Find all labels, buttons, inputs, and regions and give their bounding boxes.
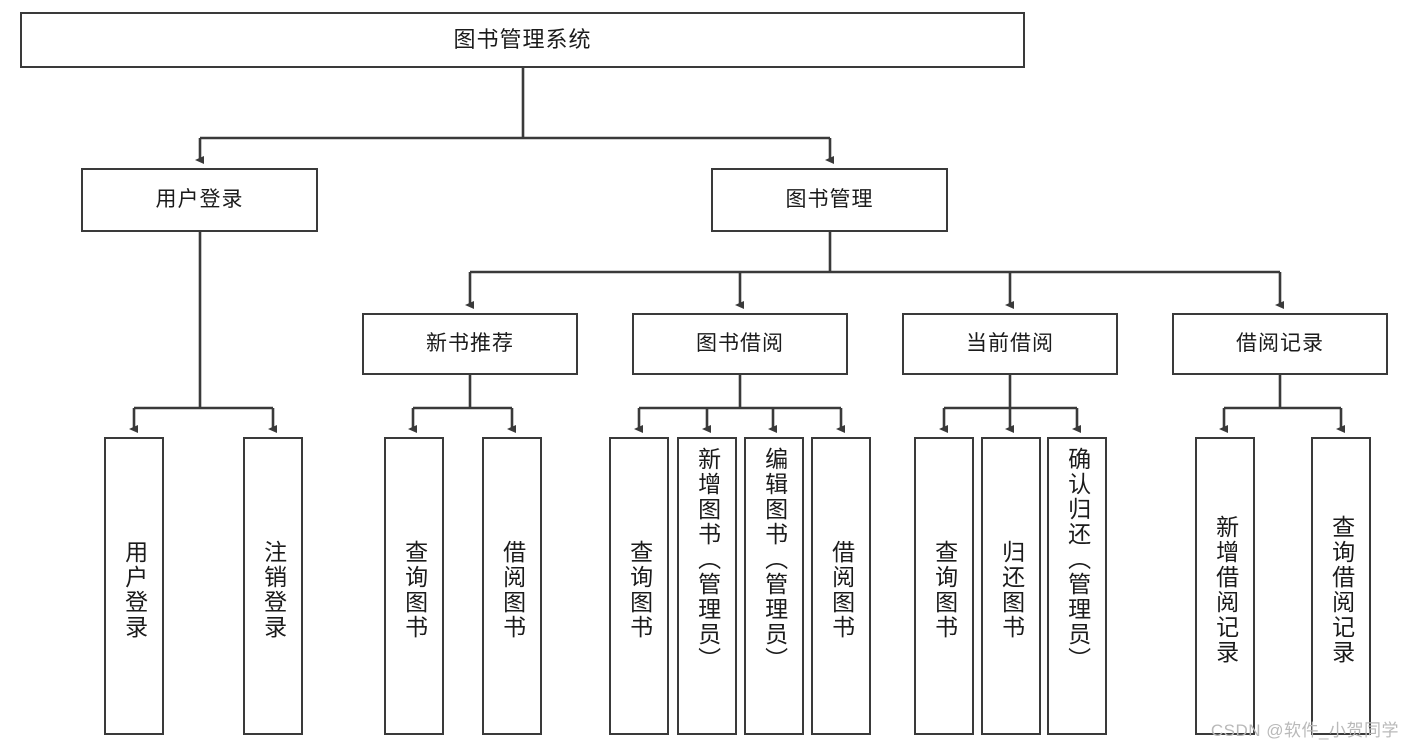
node-new-book-recommend[interactable]: 新书推荐 bbox=[362, 313, 578, 375]
node-label: 图书管理 bbox=[785, 187, 874, 211]
leaf-borrow-add-book-admin[interactable]: 新增图书（管理员） bbox=[677, 437, 737, 735]
node-label: 借阅记录 bbox=[1236, 331, 1324, 355]
node-label: 新增图书（管理员） bbox=[694, 447, 721, 672]
node-label: 当前借阅 bbox=[966, 331, 1054, 355]
leaf-user-logout[interactable]: 注销登录 bbox=[243, 437, 303, 735]
leaf-borrow-query-book[interactable]: 查询图书 bbox=[609, 437, 669, 735]
node-label: 新增借阅记录 bbox=[1212, 515, 1239, 665]
leaf-current-confirm-return-admin[interactable]: 确认归还（管理员） bbox=[1047, 437, 1107, 735]
leaf-current-return-book[interactable]: 归还图书 bbox=[981, 437, 1041, 735]
node-user-login[interactable]: 用户登录 bbox=[81, 168, 318, 232]
node-label: 借阅图书 bbox=[828, 540, 855, 640]
node-label: 图书借阅 bbox=[696, 331, 784, 355]
node-label: 用户登录 bbox=[155, 187, 244, 211]
leaf-recommend-borrow-book[interactable]: 借阅图书 bbox=[482, 437, 542, 735]
leaf-borrow-edit-book-admin[interactable]: 编辑图书（管理员） bbox=[744, 437, 804, 735]
node-label: 编辑图书（管理员） bbox=[761, 447, 788, 672]
node-label: 图书管理系统 bbox=[453, 27, 592, 53]
node-book-borrow[interactable]: 图书借阅 bbox=[632, 313, 848, 375]
node-label: 确认归还（管理员） bbox=[1064, 447, 1091, 672]
leaf-user-login[interactable]: 用户登录 bbox=[104, 437, 164, 735]
node-label: 新书推荐 bbox=[426, 331, 514, 355]
node-label: 注销登录 bbox=[260, 540, 287, 640]
leaf-recommend-query-book[interactable]: 查询图书 bbox=[384, 437, 444, 735]
leaf-record-query-record[interactable]: 查询借阅记录 bbox=[1311, 437, 1371, 735]
node-label: 查询图书 bbox=[401, 540, 428, 640]
node-label: 归还图书 bbox=[998, 540, 1025, 640]
leaf-borrow-borrow-book[interactable]: 借阅图书 bbox=[811, 437, 871, 735]
node-label: 查询借阅记录 bbox=[1328, 515, 1355, 665]
leaf-record-add-record[interactable]: 新增借阅记录 bbox=[1195, 437, 1255, 735]
node-borrow-record[interactable]: 借阅记录 bbox=[1172, 313, 1388, 375]
node-label: 查询图书 bbox=[626, 540, 653, 640]
node-label: 用户登录 bbox=[121, 540, 148, 640]
node-current-borrow[interactable]: 当前借阅 bbox=[902, 313, 1118, 375]
node-book-management[interactable]: 图书管理 bbox=[711, 168, 948, 232]
watermark: CSDN @软件_小贺同学 bbox=[1210, 721, 1399, 740]
node-label: 借阅图书 bbox=[499, 540, 526, 640]
node-label: 查询图书 bbox=[931, 540, 958, 640]
leaf-current-query-book[interactable]: 查询图书 bbox=[914, 437, 974, 735]
node-root-system[interactable]: 图书管理系统 bbox=[20, 12, 1025, 68]
